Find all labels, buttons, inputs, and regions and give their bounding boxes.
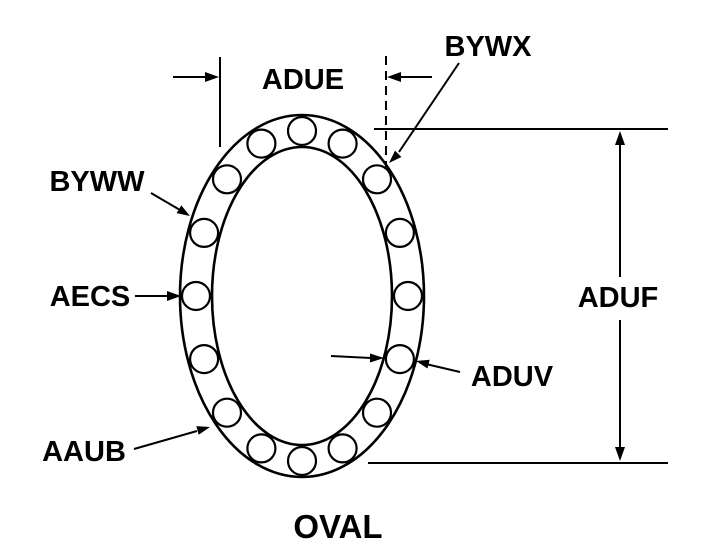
arrowhead-up-icon	[615, 131, 625, 145]
aecs-callout: AECS	[50, 281, 181, 313]
label-aduv: ADUV	[471, 361, 554, 393]
arrowhead-left-icon	[387, 72, 401, 82]
aduf-dimension: ADUF	[368, 128, 668, 464]
leader-line	[398, 62, 460, 153]
hole-circles	[180, 115, 424, 477]
label-aaub: AAUB	[42, 436, 126, 468]
leader-line	[150, 192, 181, 211]
label-byww: BYWW	[49, 166, 145, 198]
leader-line	[427, 363, 461, 373]
hole-circle	[211, 397, 243, 428]
hole-circle	[327, 128, 358, 159]
inner-ellipse	[210, 145, 394, 447]
arrowhead-right-icon	[370, 353, 384, 363]
bywx-callout: BYWX	[389, 31, 532, 163]
hole-circle	[286, 445, 318, 477]
arrowhead-icon	[196, 426, 210, 435]
label-bywx: BYWX	[445, 31, 533, 63]
arrowhead-down-icon	[615, 447, 625, 461]
arrowhead-icon	[176, 205, 190, 216]
hole-circle	[211, 164, 243, 195]
diagram-caption: OVAL	[293, 508, 382, 545]
hole-circle	[361, 397, 393, 428]
arrowhead-icon	[389, 150, 402, 163]
label-aduf: ADUF	[578, 282, 659, 314]
hole-circle	[327, 433, 358, 464]
arrowhead-icon	[167, 291, 181, 301]
arrowhead-right-icon	[205, 72, 219, 82]
inner-dim-line	[330, 355, 372, 359]
hole-circle	[246, 128, 277, 159]
hole-circle	[361, 164, 393, 195]
aduv-callout: ADUV	[330, 353, 554, 393]
hole-circle	[180, 280, 212, 312]
hole-circle	[384, 344, 415, 375]
hole-circle	[286, 115, 318, 147]
adue-dimension: ADUE	[173, 56, 432, 168]
hole-circle	[392, 280, 424, 312]
label-adue: ADUE	[262, 64, 344, 96]
hole-circle	[384, 217, 415, 248]
byww-callout: BYWW	[49, 166, 190, 216]
arrowhead-left-icon	[416, 359, 430, 369]
hole-circle	[189, 217, 220, 248]
aaub-callout: AAUB	[42, 426, 210, 468]
hole-circle	[246, 433, 277, 464]
leader-line	[133, 430, 198, 450]
label-aecs: AECS	[50, 281, 131, 313]
hole-circle	[189, 344, 220, 375]
